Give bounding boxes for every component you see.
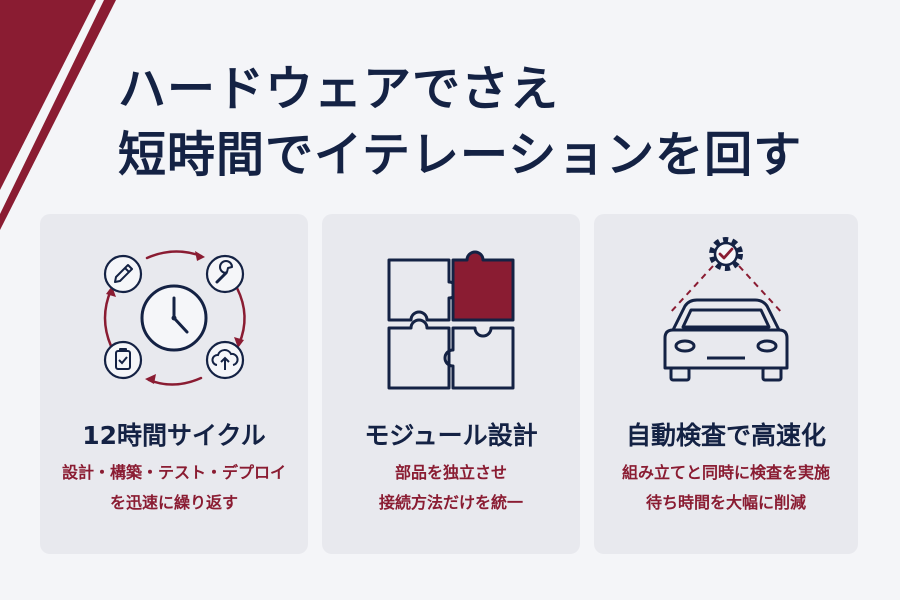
card-title: 自動検査で高速化 xyxy=(625,421,826,450)
card-description-line-1: 部品を独立させ xyxy=(394,463,507,482)
pencil-icon xyxy=(103,254,143,294)
card-description: 組み立てと同時に検査を実施 待ち時間を大幅に削減 xyxy=(594,458,858,518)
cloud-upload-icon xyxy=(205,340,245,380)
corner-accent-stripe xyxy=(0,0,116,230)
card-description: 部品を独立させ 接続方法だけを統一 xyxy=(322,458,580,518)
card-title: モジュール設計 xyxy=(364,421,538,450)
card-description-line-1: 組み立てと同時に検査を実施 xyxy=(621,463,830,482)
car-icon xyxy=(663,298,789,382)
clock-icon xyxy=(140,284,208,352)
card-module-design: モジュール設計 部品を独立させ 接続方法だけを統一 xyxy=(322,214,580,554)
card-description-line-1: 設計・構築・テスト・デプロイ xyxy=(61,463,286,482)
card-automatic-inspection: 自動検査で高速化 組み立てと同時に検査を実施 待ち時間を大幅に削減 xyxy=(594,214,858,554)
gear-check-icon xyxy=(709,237,743,271)
puzzle-pieces-icon xyxy=(387,250,515,390)
wrench-icon xyxy=(205,254,245,294)
card-description-line-2: 接続方法だけを統一 xyxy=(378,493,523,512)
card-description-line-2: 待ち時間を大幅に削減 xyxy=(645,493,806,512)
clock-cycle-icon xyxy=(103,250,246,386)
card-title: 12時間サイクル xyxy=(82,421,266,450)
card-description-line-2: を迅速に繰り返す xyxy=(109,493,238,512)
page-title-line-2: 短時間でイテレーションを回す xyxy=(118,127,803,183)
car-inspection-icon xyxy=(663,237,789,382)
page-title: ハードウェアでさえ 短時間でイテレーションを回す xyxy=(118,56,878,188)
clipboard-check-icon xyxy=(103,340,143,380)
card-description: 設計・構築・テスト・デプロイ を迅速に繰り返す xyxy=(40,458,308,518)
page-title-line-1: ハードウェアでさえ xyxy=(118,61,560,117)
card-12-hour-cycle: 12時間サイクル 設計・構築・テスト・デプロイ を迅速に繰り返す xyxy=(40,214,308,554)
